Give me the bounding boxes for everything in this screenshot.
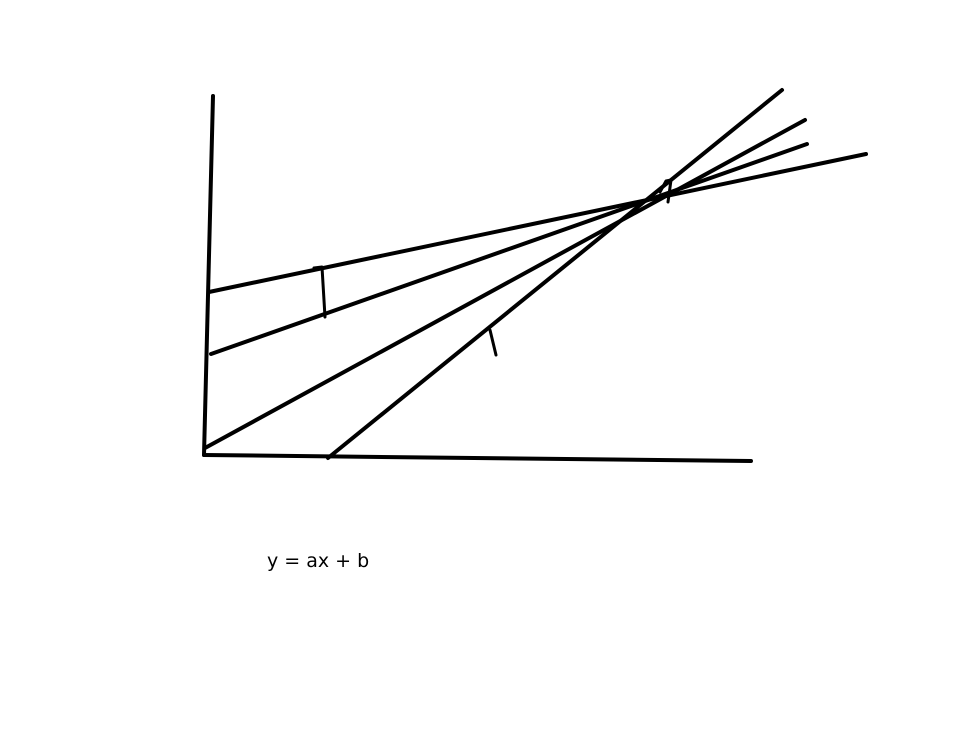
line-steep (326, 88, 784, 460)
gap-marker (312, 265, 327, 319)
slope-marker (488, 328, 498, 357)
line-shallow (207, 152, 868, 294)
line-through-origin (203, 118, 807, 450)
y-axis (202, 94, 215, 457)
x-axis (202, 453, 753, 463)
line-medium (209, 142, 809, 356)
intersection-marker (658, 178, 673, 204)
formula-label: y = ax + b (267, 550, 370, 572)
